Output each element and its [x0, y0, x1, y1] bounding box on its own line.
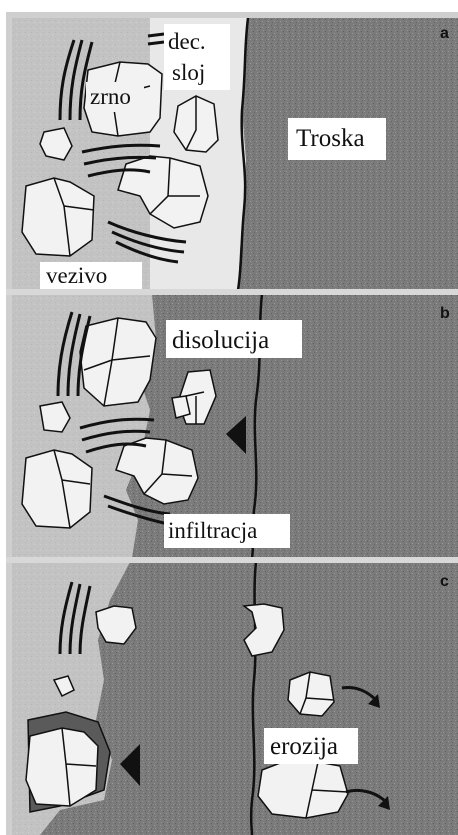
label-slag: Troska — [296, 125, 365, 152]
panel-a: dec. sloj zrno vezivo Troska a — [12, 18, 458, 290]
panel-letter-b: b — [440, 305, 450, 322]
label-infiltration: infiltracja — [168, 518, 257, 543]
panel-separator — [6, 289, 458, 295]
label-grain: zrno — [90, 84, 131, 109]
label-sloj: sloj — [172, 60, 205, 85]
panel-letter-c: c — [440, 573, 449, 590]
panel-b: disolucija infiltracja b — [12, 294, 458, 558]
panel-separator — [6, 557, 458, 563]
label-binder: vezivo — [46, 263, 107, 288]
label-dissolution: disolucija — [172, 327, 269, 354]
panel-letter-a: a — [440, 25, 449, 42]
panel-c: erozija c — [12, 562, 458, 835]
label-erosion: erozija — [270, 733, 338, 760]
label-dec: dec. — [168, 29, 206, 54]
